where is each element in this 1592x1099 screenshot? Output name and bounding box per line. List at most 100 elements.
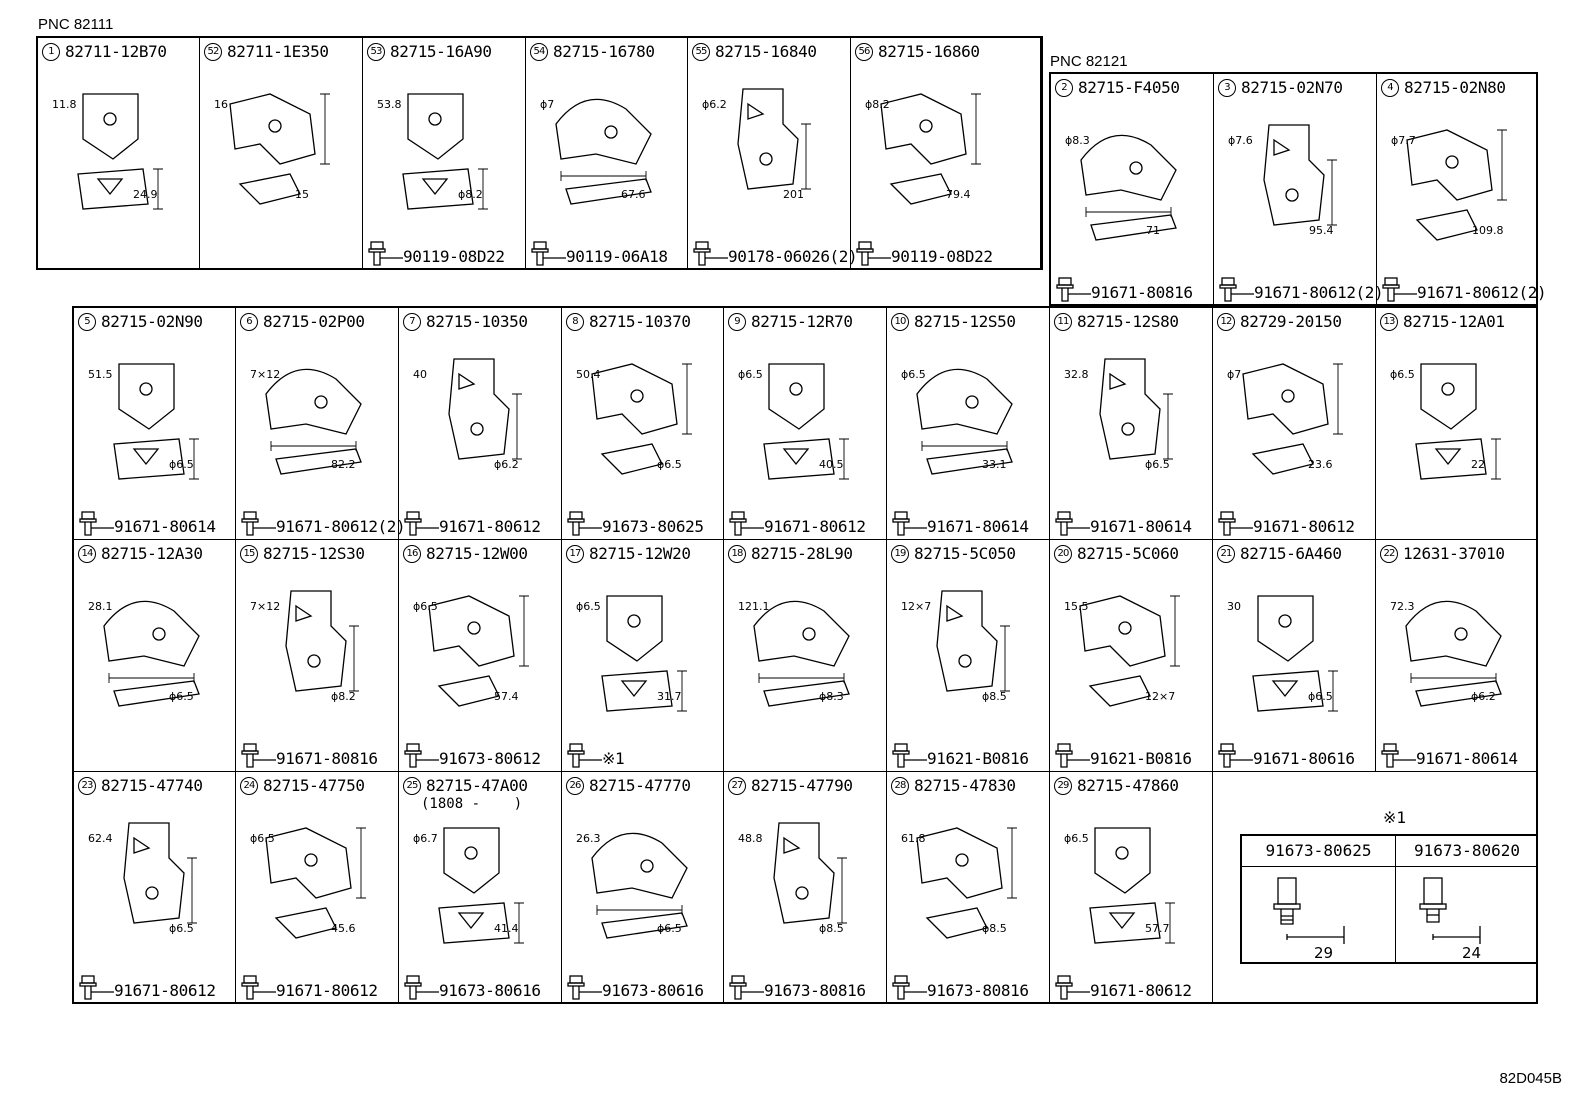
bolt-icon (1055, 743, 1090, 768)
bracket-drawing-icon (555, 98, 652, 205)
dimension-label: ϕ6.5 (169, 458, 194, 471)
bracket-drawing-icon (763, 363, 849, 480)
dimension-label: 67.6 (621, 188, 646, 201)
part-number: 82715-F4050 (1078, 78, 1180, 97)
bolt-part-number: 91673-80612 (439, 749, 541, 768)
dimension-label: ϕ6.5 (413, 600, 438, 613)
bolt-icon (729, 975, 764, 1000)
bolt-part-number: 91671-80816 (276, 749, 378, 768)
bolt-part-number: 91671-80614 (927, 517, 1029, 536)
dimension-label: ϕ6.2 (1471, 690, 1496, 703)
part-number: 82715-5C050 (914, 544, 1016, 563)
bracket-drawing-icon (402, 93, 488, 210)
part-number: 82715-12A30 (101, 544, 203, 563)
bolt-callout: 91671-80614 (79, 510, 216, 536)
callout-number: 28 (891, 776, 909, 795)
dimension-label: ϕ6.5 (1145, 458, 1170, 471)
bracket-drawing-icon (753, 600, 850, 707)
dimension-label: ϕ8.2 (458, 188, 483, 201)
bolt-icon (241, 975, 276, 1000)
bolt-callout: 91671-80612 (1218, 510, 1355, 536)
callout-number: 56 (855, 42, 873, 61)
callout-number: 14 (78, 544, 96, 563)
bolt-callout: 90119-06A18 (531, 240, 668, 266)
bolt-icon (567, 743, 602, 768)
bolt-part-number: 91673-80625 (602, 517, 704, 536)
dimension-label: ϕ8.5 (982, 922, 1007, 935)
dimension-label: ϕ8.3 (819, 690, 844, 703)
dimension-label: 40.5 (819, 458, 844, 471)
dimension-label: ϕ6.5 (169, 690, 194, 703)
reference-part-number: 91673-80625 (1242, 836, 1395, 867)
bolt-callout: 91671-80816 (241, 742, 378, 768)
part-header: 28 82715-47830 (891, 776, 1016, 795)
reference-item: 91673-80620 24 (1396, 836, 1538, 962)
callout-number: 17 (566, 544, 584, 563)
dimension-label: 12×7 (1145, 690, 1176, 703)
callout-number: 6 (240, 312, 258, 331)
part-number: 82715-6A460 (1240, 544, 1342, 563)
bolt-callout: 91673-80816 (892, 974, 1029, 1000)
dimension-label: ϕ6.5 (901, 368, 926, 381)
dimension-label: ϕ7 (1227, 368, 1242, 381)
bracket-drawing-icon (737, 88, 811, 190)
bolt-icon (1219, 277, 1254, 302)
dimension-label: 62.4 (88, 832, 113, 845)
part-number: 82715-16860 (878, 42, 980, 61)
bracket-drawing-icon (1080, 134, 1177, 241)
dimension-label: 53.8 (377, 98, 402, 111)
dimension-label: 28.1 (88, 600, 113, 613)
bolt-callout: 91671-80614 (892, 510, 1029, 536)
part-number: 82715-47830 (914, 776, 1016, 795)
dimension-label: 24.9 (133, 188, 158, 201)
dimension-label: ϕ7 (540, 98, 555, 111)
bolt-part-number: 91671-80612 (1090, 981, 1192, 1000)
callout-number: 7 (403, 312, 421, 331)
bracket-drawing-icon (77, 93, 163, 210)
part-number: 82715-47750 (263, 776, 365, 795)
dimension-label: ϕ8.5 (819, 922, 844, 935)
bolt-icon (729, 511, 764, 536)
bolt-part-number: 91621-B0816 (927, 749, 1029, 768)
bracket-drawing-icon (1405, 600, 1502, 707)
reference-bolt-table: 91673-80625 29 91673-80620 24 (1240, 834, 1538, 964)
dimension-label: 31.7 (657, 690, 682, 703)
bracket-drawing-icon (123, 822, 197, 924)
bracket-drawing-icon (601, 595, 687, 712)
callout-number: 24 (240, 776, 258, 795)
bolt-part-number: 91673-80616 (602, 981, 704, 1000)
dimension-label: 23.6 (1308, 458, 1333, 471)
dimension-label: 82.2 (331, 458, 356, 471)
dimension-label: ϕ6.5 (1064, 832, 1089, 845)
bolt-callout: 91671-80612 (1055, 974, 1192, 1000)
bolt-icon (241, 743, 276, 768)
dimension-label: ϕ6.5 (1308, 690, 1333, 703)
bolt-part-number: 91671-80616 (1253, 749, 1355, 768)
callout-number: 11 (1054, 312, 1072, 331)
dimension-label: ϕ6.5 (738, 368, 763, 381)
part-number: 82715-12S50 (914, 312, 1016, 331)
part-number: 82715-12S30 (263, 544, 365, 563)
dimension-label: 109.8 (1472, 224, 1504, 237)
bolt-callout: 91671-80614 (1055, 510, 1192, 536)
bolt-icon (531, 241, 566, 266)
dimension-label: ϕ8.5 (982, 690, 1007, 703)
bolt-icon (404, 511, 439, 536)
